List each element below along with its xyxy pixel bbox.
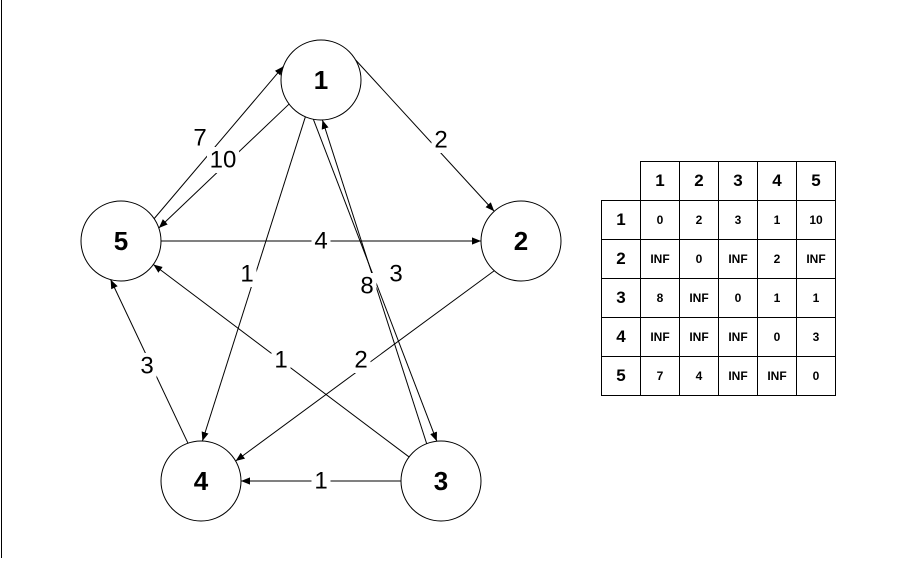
matrix-row: 3 8 INF 0 1 1: [601, 278, 836, 318]
matrix-row: 5 7 4 INF INF 0: [601, 356, 836, 396]
matrix-col-header: 3: [718, 161, 758, 201]
matrix-row-header: 1: [601, 200, 641, 240]
matrix-row-header: 2: [601, 239, 641, 279]
matrix-cell: 0: [640, 200, 680, 240]
matrix-cell: INF: [640, 239, 680, 279]
matrix-cell: 8: [640, 278, 680, 318]
matrix-cell: 0: [796, 356, 836, 396]
matrix-cell: INF: [679, 317, 719, 357]
matrix-cell: 3: [796, 317, 836, 357]
edge-1-to-2: [355, 59, 495, 212]
matrix-cell: INF: [679, 278, 719, 318]
matrix-row: 4 INF INF INF 0 3: [601, 317, 836, 357]
matrix-cell: INF: [718, 317, 758, 357]
edge-5-to-1: [153, 65, 284, 219]
matrix-cell: INF: [757, 356, 797, 396]
edge-label-background: [137, 353, 157, 379]
matrix-cell: INF: [640, 317, 680, 357]
matrix-cell: 1: [757, 278, 797, 318]
node-1-label: 1: [314, 65, 328, 95]
matrix-cell: 4: [679, 356, 719, 396]
left-border-line: [1, 0, 2, 558]
edge-weight-label: 10: [210, 147, 237, 174]
matrix-cell: 0: [679, 239, 719, 279]
edge-weight-label: 2: [434, 127, 447, 154]
matrix-row-header: 4: [601, 317, 641, 357]
matrix-row-header: 5: [601, 356, 641, 396]
edge-label-background: [207, 147, 239, 173]
matrix-col-header: 5: [796, 161, 836, 201]
edge-weight-label: 1: [274, 347, 287, 374]
matrix-corner-cell: [601, 161, 641, 201]
matrix-cell: 0: [718, 278, 758, 318]
edge-label-background: [190, 125, 210, 151]
node-1-circle: [280, 39, 362, 121]
matrix-cell: 10: [796, 200, 836, 240]
matrix-cell: 1: [757, 200, 797, 240]
matrix-cell: 0: [757, 317, 797, 357]
matrix-col-header: 1: [640, 161, 680, 201]
edge-label-background: [357, 273, 377, 299]
matrix-row: 1 0 2 3 1 10: [601, 200, 836, 240]
edge-label-background: [386, 261, 406, 287]
node-3-label: 3: [434, 466, 448, 496]
edge-label-background: [311, 468, 331, 494]
edge-label-background: [311, 228, 331, 254]
edge-weight-label: 7: [193, 125, 206, 152]
node-5-label: 5: [114, 226, 128, 256]
matrix-cell: 2: [679, 200, 719, 240]
matrix-cell: 7: [640, 356, 680, 396]
edge-label-background: [237, 261, 257, 287]
edge-weight-label: 2: [354, 347, 367, 374]
matrix-cell: 2: [757, 239, 797, 279]
node-3-circle: [400, 440, 482, 522]
edge-weight-label: 3: [140, 353, 153, 380]
edge-weight-label: 1: [314, 468, 327, 495]
edge-weight-label: 1: [240, 261, 253, 288]
adjacency-matrix: 1 2 3 4 5 1 0 2 3 1 10 2 INF 0 INF 2 INF…: [601, 161, 836, 396]
node-2-label: 2: [514, 226, 528, 256]
edge-weight-label: 3: [389, 261, 402, 288]
edge-label-background: [271, 347, 291, 373]
matrix-cell: 1: [796, 278, 836, 318]
matrix-cell: INF: [796, 239, 836, 279]
matrix-row-header: 3: [601, 278, 641, 318]
edge-weight-label: 8: [360, 273, 373, 300]
edge-label-background: [431, 127, 451, 153]
matrix-col-header: 4: [757, 161, 797, 201]
matrix-cell: 3: [718, 200, 758, 240]
node-4-circle: [160, 440, 242, 522]
node-2-circle: [480, 200, 562, 282]
matrix-row: 2 INF 0 INF 2 INF: [601, 239, 836, 279]
node-5-circle: [80, 200, 162, 282]
matrix-col-header: 2: [679, 161, 719, 201]
edge-label-background: [351, 347, 371, 373]
matrix-cell: INF: [718, 239, 758, 279]
matrix-header-row: 1 2 3 4 5: [601, 161, 836, 201]
node-4-label: 4: [194, 466, 209, 496]
matrix-cell: INF: [718, 356, 758, 396]
edge-weight-label: 4: [314, 228, 327, 255]
